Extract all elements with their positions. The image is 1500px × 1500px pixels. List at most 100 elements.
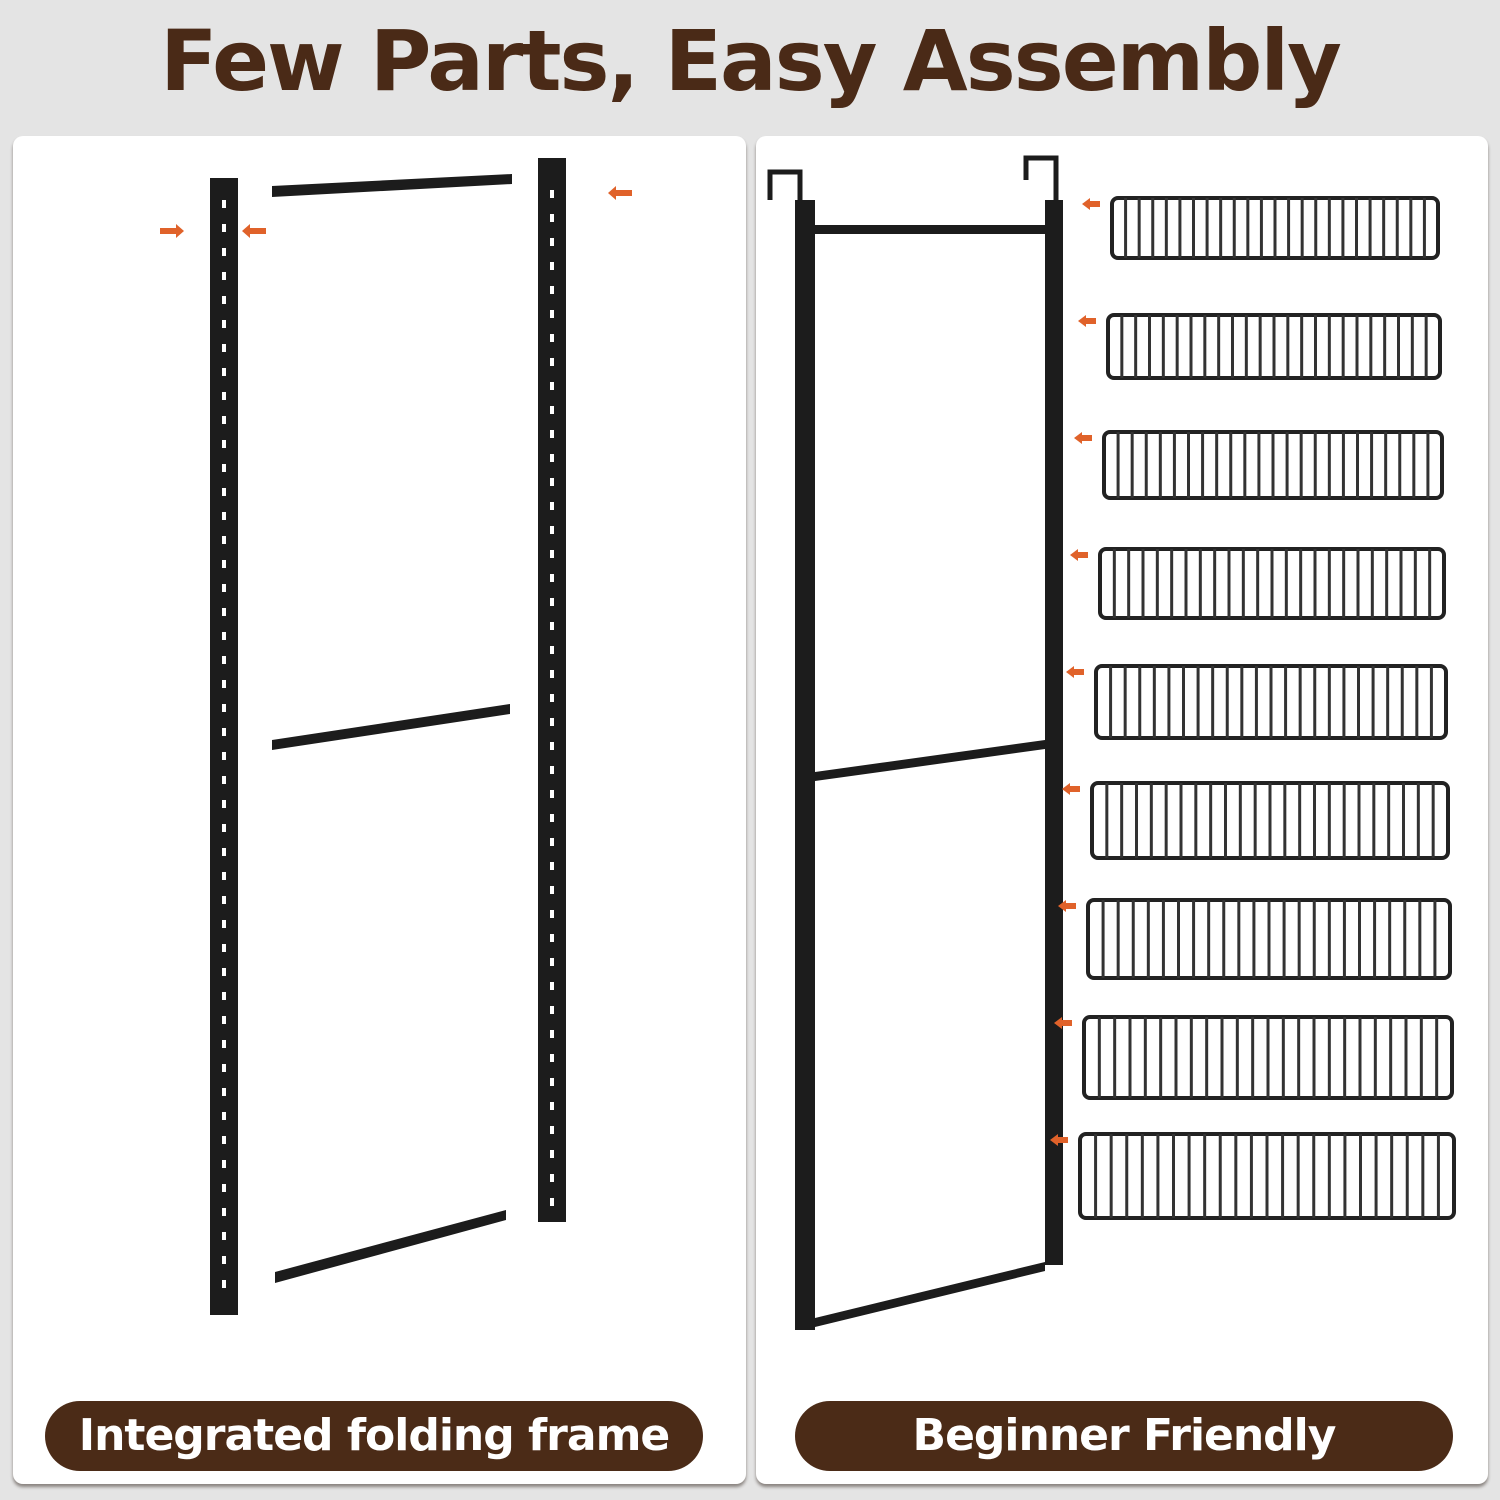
post-hole (550, 310, 554, 318)
post-hole (550, 382, 554, 390)
post-hole (550, 526, 554, 534)
frame-right-post (1045, 200, 1063, 1265)
post-hole (222, 872, 226, 880)
arrow-icon (1074, 432, 1092, 444)
post-hole (550, 910, 554, 918)
post-hole (550, 1078, 554, 1086)
post-hole (222, 800, 226, 808)
post-hole (550, 670, 554, 678)
baskets (1050, 196, 1456, 1220)
arrow-icon (1050, 1134, 1068, 1146)
arrow-icon (1066, 666, 1084, 678)
post-hole (550, 430, 554, 438)
post-hole (222, 776, 226, 784)
left-post (210, 178, 238, 1315)
post-hole (550, 1174, 554, 1182)
post-hole (222, 488, 226, 496)
door-hook-icon (767, 169, 803, 215)
basket (1074, 430, 1444, 500)
post-hole (222, 1232, 226, 1240)
basket (1062, 781, 1450, 860)
post-hole (222, 224, 226, 232)
post-hole (222, 704, 226, 712)
feature-label-left: Integrated folding frame (45, 1401, 703, 1471)
page-title: Few Parts, Easy Assembly (160, 12, 1342, 110)
post-hole (222, 272, 226, 280)
post-hole (550, 718, 554, 726)
post-hole (550, 766, 554, 774)
post-hole (222, 392, 226, 400)
basket (1054, 1015, 1454, 1100)
post-hole (222, 200, 226, 208)
basket (1070, 547, 1446, 620)
post-hole (222, 608, 226, 616)
post-hole (222, 512, 226, 520)
post-hole (222, 320, 226, 328)
post-hole (550, 982, 554, 990)
post-hole (222, 728, 226, 736)
unassembled-frame-parts (210, 158, 566, 1315)
post-hole (550, 262, 554, 270)
post-hole (550, 1150, 554, 1158)
arrow-icon (160, 224, 184, 238)
post-hole (222, 248, 226, 256)
post-hole (550, 934, 554, 942)
post-hole (222, 1208, 226, 1216)
feature-label-right: Beginner Friendly (795, 1401, 1453, 1471)
post-hole (222, 1280, 226, 1288)
post-hole (550, 790, 554, 798)
post-hole (550, 1030, 554, 1038)
basket (1082, 196, 1440, 260)
basket (1066, 664, 1448, 740)
post-hole (222, 680, 226, 688)
post-hole (222, 464, 226, 472)
left-panel (13, 136, 746, 1484)
post-hole (550, 454, 554, 462)
post-hole (222, 1256, 226, 1264)
post-hole (222, 824, 226, 832)
post-hole (222, 920, 226, 928)
post-hole (222, 1184, 226, 1192)
post-hole (222, 296, 226, 304)
post-hole (550, 886, 554, 894)
post-hole (222, 1160, 226, 1168)
post-hole (222, 1136, 226, 1144)
post-hole (222, 560, 226, 568)
post-hole (550, 958, 554, 966)
post-hole (550, 1006, 554, 1014)
top-bar (272, 174, 512, 197)
frame-middle-bar (815, 740, 1045, 781)
post-hole (222, 584, 226, 592)
post-hole (550, 646, 554, 654)
post-hole (222, 632, 226, 640)
assembled-frame (767, 155, 1063, 1330)
post-hole (550, 1054, 554, 1062)
basket (1078, 313, 1442, 380)
bottom-bar (275, 1210, 506, 1283)
post-hole (550, 238, 554, 246)
post-hole (222, 1112, 226, 1120)
frame-left-post (795, 200, 815, 1330)
post-hole (550, 1126, 554, 1134)
post-hole (550, 550, 554, 558)
basket (1058, 898, 1452, 980)
post-hole (222, 1040, 226, 1048)
post-hole (550, 286, 554, 294)
post-hole (222, 896, 226, 904)
arrow-icon (1058, 900, 1076, 912)
post-hole (550, 862, 554, 870)
post-hole (222, 440, 226, 448)
post-hole (222, 752, 226, 760)
post-hole (550, 598, 554, 606)
post-hole (550, 1102, 554, 1110)
post-hole (550, 838, 554, 846)
post-hole (550, 622, 554, 630)
post-hole (222, 344, 226, 352)
post-hole (550, 358, 554, 366)
post-hole (222, 1088, 226, 1096)
post-hole (550, 574, 554, 582)
post-hole (550, 814, 554, 822)
post-hole (222, 968, 226, 976)
post-hole (550, 334, 554, 342)
